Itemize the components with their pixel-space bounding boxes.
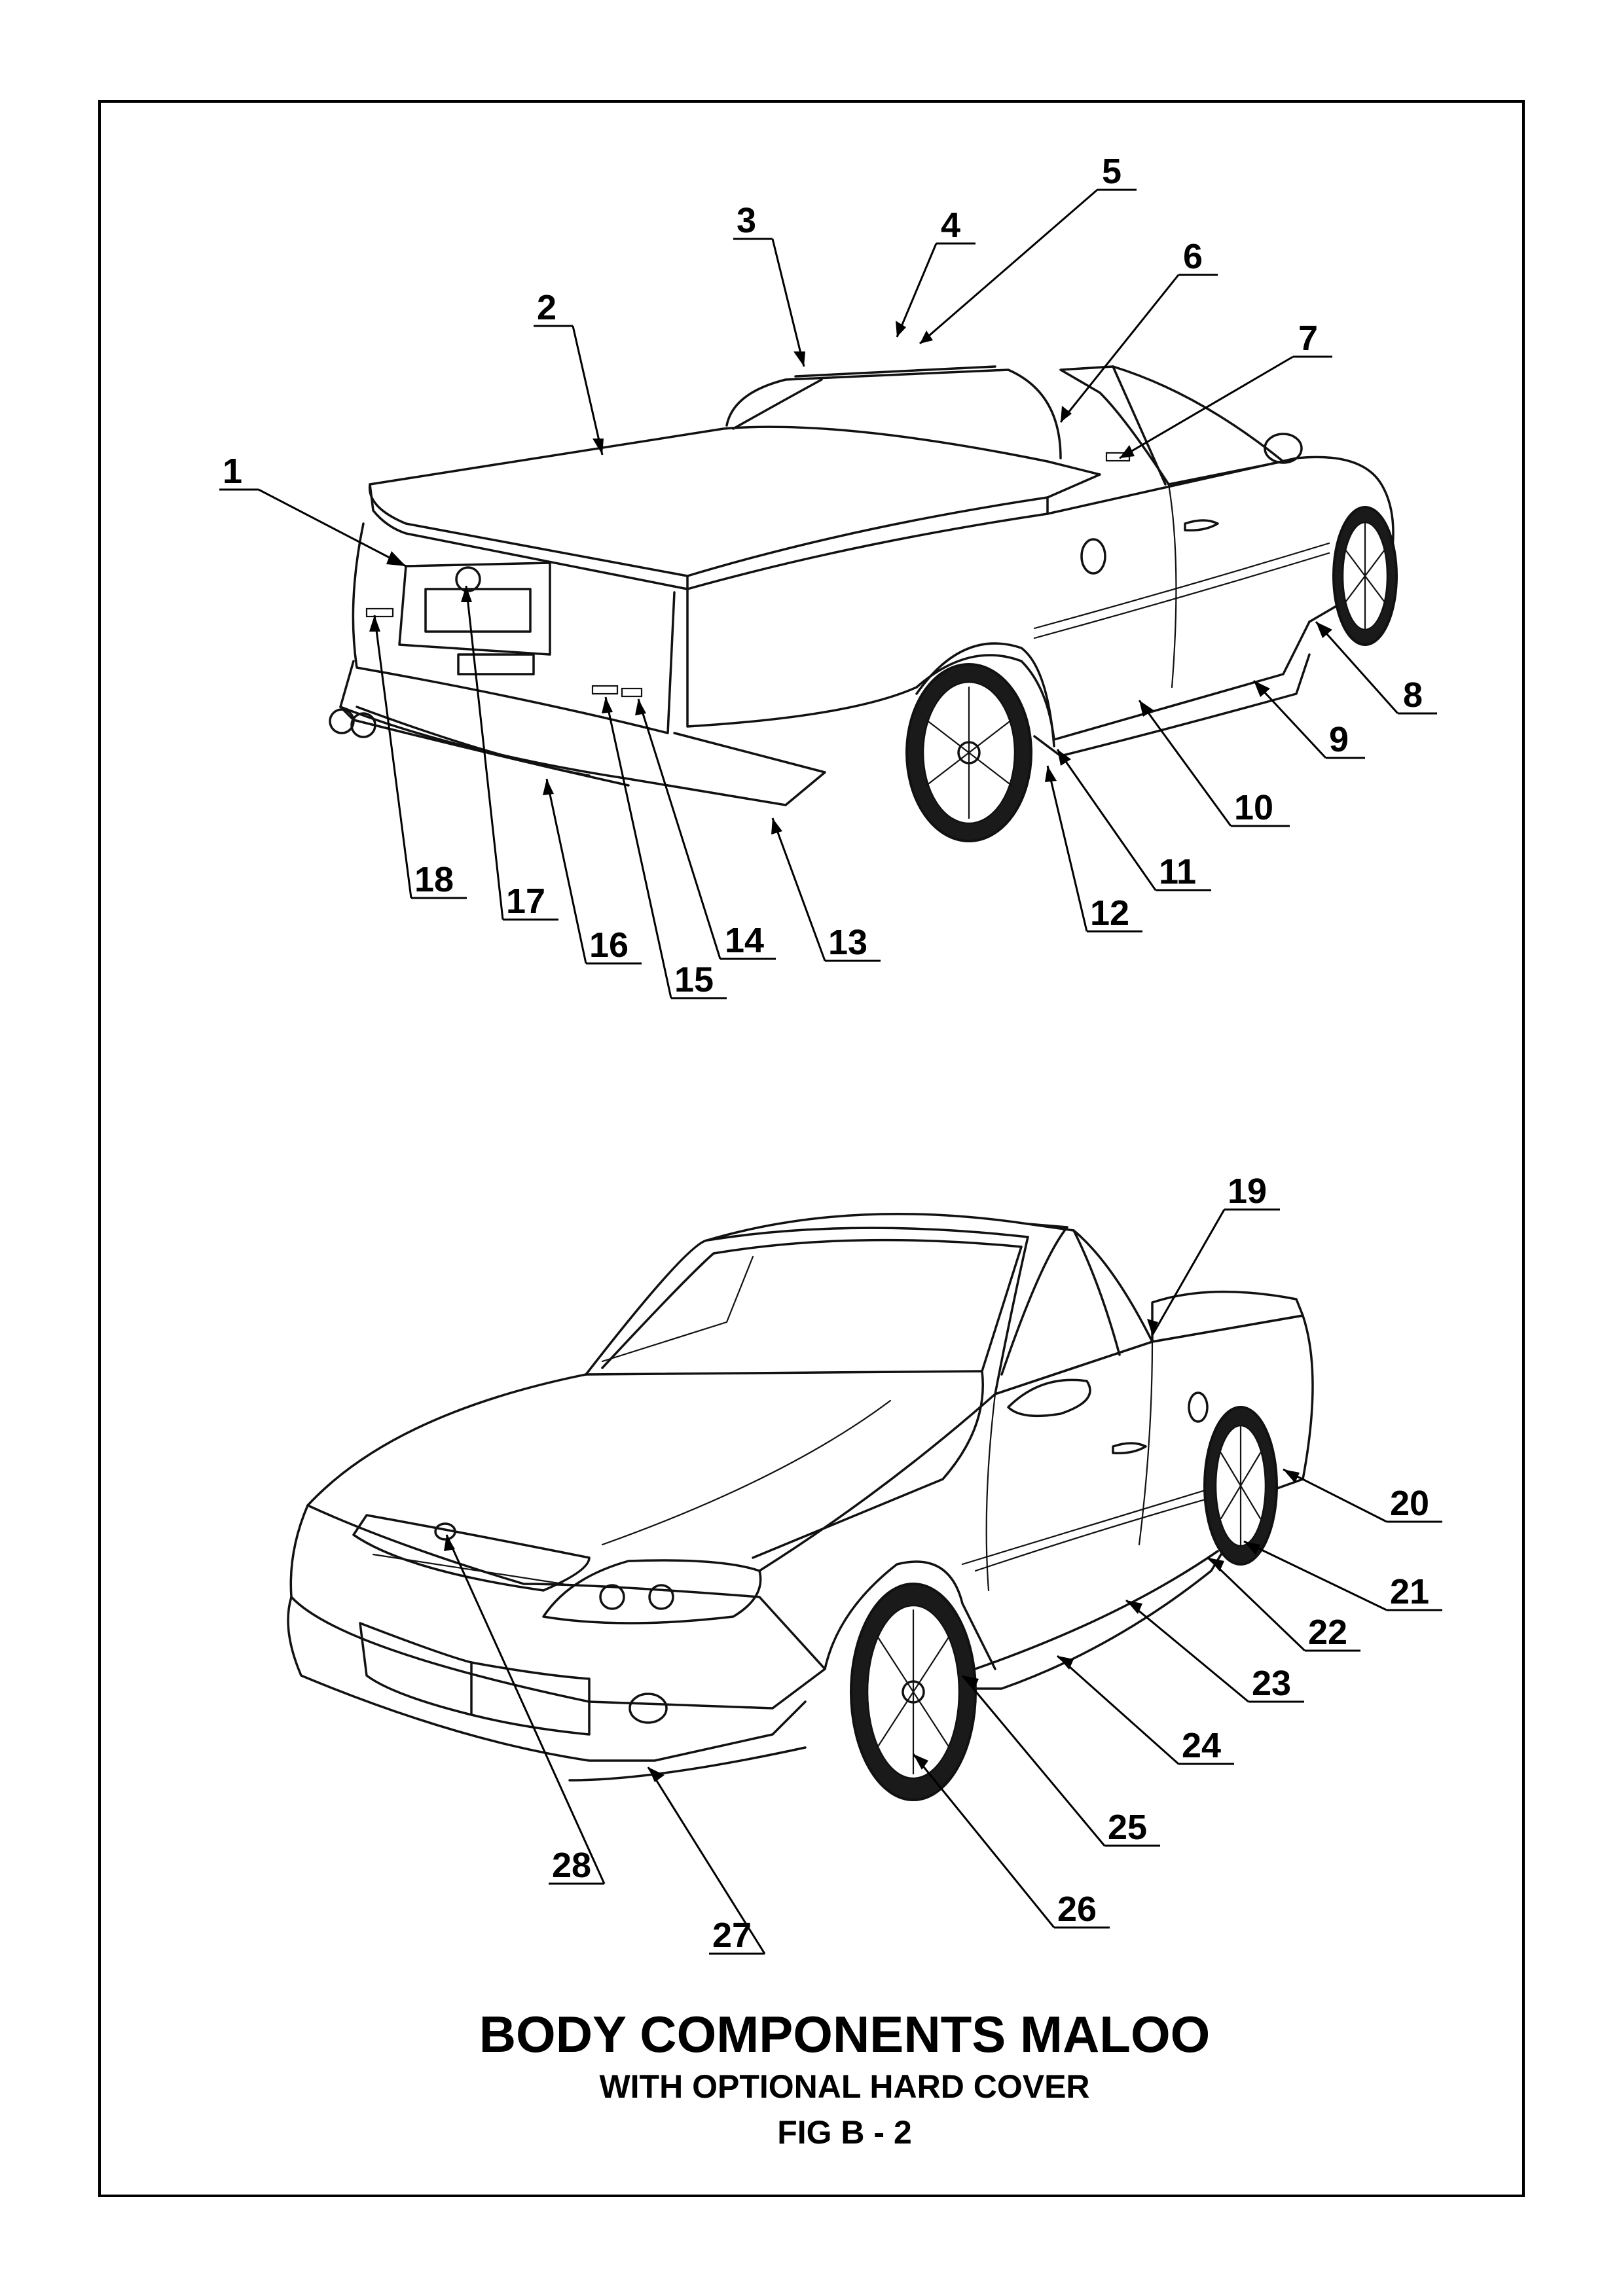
callout-25: 25 <box>1108 1808 1147 1847</box>
callout-14: 14 <box>725 921 764 960</box>
leader-27 <box>648 1767 765 1954</box>
leader-12 <box>1048 766 1087 931</box>
rear-view-drawing <box>330 367 1396 841</box>
callout-20: 20 <box>1390 1484 1429 1523</box>
arrowheads <box>369 321 1332 1782</box>
leader-26 <box>913 1754 1054 1928</box>
callouts: 1 2 3 4 5 6 7 8 9 10 <box>219 152 1442 1955</box>
leader-20 <box>1283 1469 1387 1522</box>
callout-18: 18 <box>414 860 454 899</box>
callout-2: 2 <box>537 288 556 327</box>
page-border <box>100 101 1523 2196</box>
callout-26: 26 <box>1057 1890 1097 1929</box>
leader-19 <box>1152 1210 1224 1335</box>
callout-8: 8 <box>1403 675 1423 715</box>
figure-title: BODY COMPONENTS MALOO <box>479 2005 1211 2063</box>
callout-13: 13 <box>828 923 867 962</box>
callout-3: 3 <box>737 201 756 240</box>
figure-number: FIG B - 2 <box>777 2114 912 2151</box>
callout-19: 19 <box>1228 1172 1267 1211</box>
callout-4: 4 <box>941 206 960 245</box>
callout-22: 22 <box>1308 1613 1347 1652</box>
leader-4 <box>897 243 936 337</box>
callout-17: 17 <box>506 882 545 921</box>
callout-10: 10 <box>1234 788 1273 827</box>
leader-3 <box>773 239 804 367</box>
callout-12: 12 <box>1090 893 1129 933</box>
leader-6 <box>1061 275 1178 422</box>
leader-22 <box>1208 1558 1305 1651</box>
callout-6: 6 <box>1183 237 1203 276</box>
callout-11: 11 <box>1159 852 1196 891</box>
callout-1: 1 <box>223 452 242 491</box>
leader-23 <box>1126 1600 1249 1702</box>
leader-25 <box>962 1676 1104 1846</box>
leader-18 <box>374 615 411 898</box>
callout-28: 28 <box>552 1846 591 1885</box>
callout-23: 23 <box>1252 1664 1291 1703</box>
title-block: BODY COMPONENTS MALOO WITH OPTIONAL HARD… <box>479 2005 1211 2151</box>
leader-16 <box>547 779 586 963</box>
callout-5: 5 <box>1102 152 1122 191</box>
leader-24 <box>1057 1656 1178 1764</box>
callout-7: 7 <box>1298 319 1318 358</box>
callout-24: 24 <box>1182 1726 1221 1765</box>
callout-15: 15 <box>674 960 714 999</box>
callout-16: 16 <box>589 925 629 965</box>
leader-10 <box>1139 700 1231 826</box>
callout-9: 9 <box>1329 720 1349 759</box>
figure-subtitle: WITH OPTIONAL HARD COVER <box>599 2068 1089 2105</box>
leader-2 <box>573 326 602 455</box>
callout-21: 21 <box>1390 1572 1429 1611</box>
leader-1 <box>259 490 406 566</box>
leader-13 <box>773 818 825 961</box>
leader-14 <box>638 699 720 959</box>
front-view-drawing <box>288 1214 1313 1800</box>
leader-21 <box>1244 1541 1387 1610</box>
